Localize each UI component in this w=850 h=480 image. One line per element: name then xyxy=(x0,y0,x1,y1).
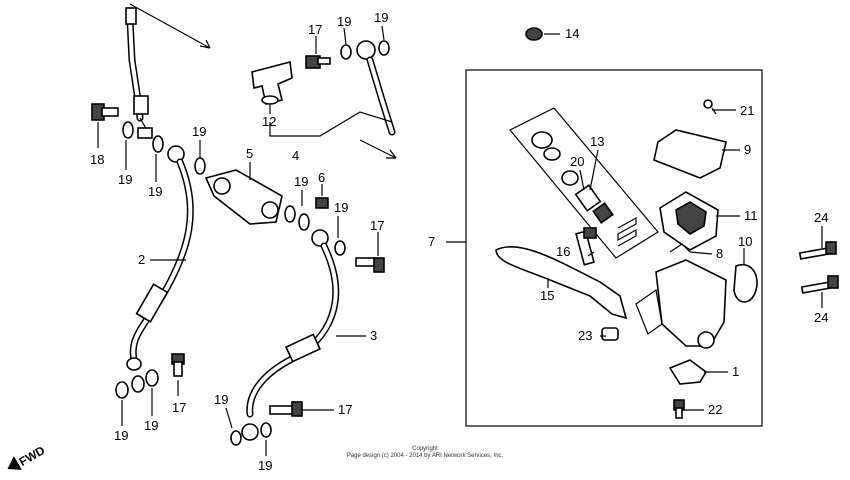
fwd-indicator: FWD xyxy=(7,443,48,470)
callout-3: 3 xyxy=(370,328,377,343)
callout-17: 17 xyxy=(370,218,384,233)
clip-8 xyxy=(669,243,691,253)
callout-1: 1 xyxy=(732,364,739,379)
washers-19-top xyxy=(340,40,390,60)
piston-kit-13 xyxy=(509,107,659,259)
callout-19: 19 xyxy=(374,10,388,25)
callout-14: 14 xyxy=(565,26,579,41)
callout-19: 19 xyxy=(114,428,128,443)
callout-8: 8 xyxy=(716,246,723,261)
callout-12: 12 xyxy=(262,114,276,129)
callout-17: 17 xyxy=(172,400,186,415)
callout-19: 19 xyxy=(144,418,158,433)
callout-21: 21 xyxy=(740,103,754,118)
lower-mid-fittings xyxy=(230,401,303,446)
callout-19: 19 xyxy=(337,14,351,29)
washers-19-left xyxy=(122,121,206,175)
callout-7: 7 xyxy=(428,234,435,249)
callout-24: 24 xyxy=(814,210,828,225)
callout-19: 19 xyxy=(334,200,348,215)
callout-19: 19 xyxy=(118,172,132,187)
callout-6: 6 xyxy=(318,170,325,185)
elbow-fitting-12 xyxy=(251,60,293,105)
screw-14 xyxy=(525,27,543,41)
upper-hose-assembly xyxy=(125,3,211,139)
callout-13: 13 xyxy=(590,134,604,149)
callout-23: 23 xyxy=(578,328,592,343)
brake-hose-2 xyxy=(126,158,194,371)
callout-11: 11 xyxy=(744,208,758,223)
callout-20: 20 xyxy=(570,154,584,169)
callout-17: 17 xyxy=(338,402,352,417)
master-cylinder-body xyxy=(635,259,727,349)
callout-24: 24 xyxy=(814,310,828,325)
boot-23 xyxy=(601,327,619,341)
callout-19: 19 xyxy=(214,392,228,407)
callout-16: 16 xyxy=(556,244,570,259)
bleeder-6 xyxy=(315,197,329,209)
callout-19: 19 xyxy=(148,184,162,199)
fwd-label: FWD xyxy=(17,443,48,469)
callout-22: 22 xyxy=(708,402,722,417)
master-cylinder-frame xyxy=(465,69,763,427)
lower-left-fittings xyxy=(115,353,185,399)
washers-19-mid xyxy=(284,205,346,256)
callout-9: 9 xyxy=(744,142,751,157)
bolts-24 xyxy=(798,241,839,294)
fwd-arrow-icon xyxy=(7,456,22,470)
callout-4: 4 xyxy=(292,148,299,163)
callout-19: 19 xyxy=(294,174,308,189)
leader-4 xyxy=(269,111,393,137)
bolt-17-mid xyxy=(355,257,385,273)
callout-5: 5 xyxy=(246,146,253,161)
copyright-line-1: Copyright xyxy=(412,446,438,452)
callout-15: 15 xyxy=(540,288,554,303)
callout-numbers: 14 17 19 19 12 4 18 19 19 19 5 19 6 19 1… xyxy=(90,10,828,473)
screw-22 xyxy=(673,399,685,419)
callout-18: 18 xyxy=(90,152,104,167)
leader-lines xyxy=(97,25,823,456)
callout-19: 19 xyxy=(258,458,272,473)
screw-21 xyxy=(703,99,717,115)
callout-2: 2 xyxy=(138,252,145,267)
callout-10: 10 xyxy=(738,234,752,249)
holder-10 xyxy=(733,263,758,303)
callout-19: 19 xyxy=(192,124,206,139)
copyright-line-2: Page design (c) 2004 - 2014 by ARI Netwo… xyxy=(347,453,504,459)
switch-1 xyxy=(668,359,708,385)
brake-joint-5 xyxy=(204,169,283,225)
bolt-18 xyxy=(91,103,119,121)
reservoir-cap-9 xyxy=(653,129,727,179)
brake-hose-3 xyxy=(246,229,340,418)
diaphragm-11 xyxy=(659,191,719,251)
brake-lever-15 xyxy=(495,245,628,320)
bolt-17-top xyxy=(305,55,331,69)
callout-17: 17 xyxy=(308,22,322,37)
pivot-bolt-16 xyxy=(575,227,597,266)
